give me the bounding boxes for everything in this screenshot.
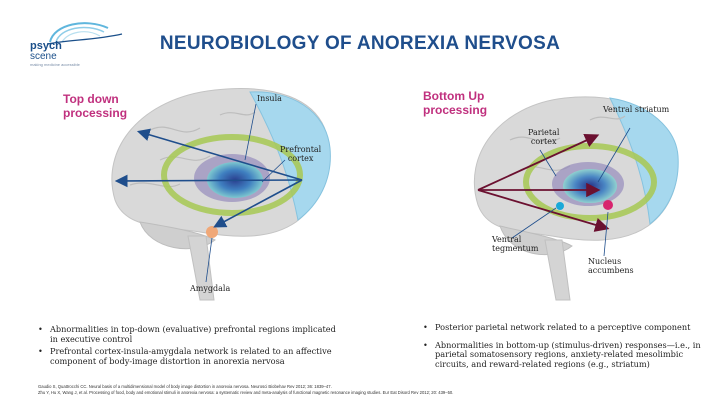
left-heading-line1: Top down (63, 92, 119, 106)
left-bullet-2: Prefrontal cortex-insula-amygdala networ… (38, 346, 338, 366)
psychscene-logo: psych scene making medicine accessible (28, 18, 148, 68)
left-bullet-list: Abnormalities in top-down (evaluative) p… (38, 324, 338, 369)
right-bullet-1: Posterior parietal network related to a … (423, 322, 703, 333)
right-heading-line1: Bottom Up (423, 89, 485, 103)
page-title: NEUROBIOLOGY OF ANOREXIA NERVOSA (159, 33, 561, 54)
right-arrow-lower (477, 189, 610, 232)
left-limbic-ring (161, 134, 303, 216)
insula-label: Insula (257, 94, 282, 103)
right-brain (473, 96, 679, 301)
prefrontal-label-line2: cortex (287, 154, 314, 163)
parietal-cortex-label: Parietal cortex (528, 128, 559, 146)
left-heading: Top down processing (63, 92, 127, 120)
ventral-tegmentum-label: Ventral tegmentum (492, 235, 539, 253)
ventral-tegmentum-label-line1: Ventral (492, 235, 522, 244)
reference-2: Zhu Y, Hu X, Wang J, et al. Processing o… (38, 390, 454, 395)
left-arrow-upper (136, 128, 303, 181)
prefrontal-leader (261, 159, 286, 183)
prefrontal-label-line1: Prefrontal (280, 145, 322, 154)
left-brain (111, 88, 331, 301)
brain-swirl-logo-icon (47, 22, 123, 45)
logo-psych-text: psych (30, 40, 62, 52)
parietal-label-line2: cortex (530, 137, 557, 146)
logo-scene-text: scene (30, 51, 57, 62)
left-heading-line2: processing (63, 106, 128, 120)
ventral-tegmentum-leader (511, 207, 557, 239)
right-core-region (563, 169, 617, 203)
ventral-striatum-label: Ventral striatum (603, 105, 670, 114)
logo-tagline: making medicine accessible (30, 62, 80, 67)
right-arrow-upper (477, 133, 600, 191)
nucleus-accumbens-label: Nucleus accumbens (588, 257, 634, 275)
amygdala-leader (205, 237, 213, 283)
right-heading-line2: processing (423, 103, 488, 117)
left-brain-gyri (129, 111, 256, 188)
nucleus-label-line1: Nucleus (588, 257, 622, 266)
insula-leader (244, 103, 257, 161)
right-brain-stem (544, 239, 571, 301)
left-brain-stem (187, 235, 215, 301)
references: Gaudio S, Quattrocchi CC. Neural basis o… (38, 384, 698, 396)
left-arrow-middle (114, 174, 303, 188)
amygdala-label: Amygdala (190, 284, 231, 293)
nucleus-label-line2: accumbens (588, 266, 634, 275)
left-bullet-1: Abnormalities in top-down (evaluative) p… (38, 324, 338, 344)
parietal-leader (539, 149, 557, 177)
right-heading: Bottom Up processing (423, 89, 487, 117)
reference-1: Gaudio S, Quattrocchi CC. Neural basis o… (38, 384, 332, 389)
ventral-striatum-leader (597, 127, 631, 183)
right-bullet-list: Posterior parietal network related to a … (423, 322, 703, 372)
parietal-label-line1: Parietal (528, 128, 560, 137)
ventral-tegmentum-label-line2: tegmentum (492, 244, 539, 253)
right-bullet-2: Abnormalities in bottom-up (stimulus-dri… (423, 340, 703, 370)
right-nucleus-accumbens (603, 200, 613, 210)
prefrontal-cortex-label: Prefrontal cortex (280, 145, 321, 163)
nucleus-accumbens-leader (603, 211, 609, 257)
right-ventral-tegmentum (556, 202, 564, 210)
left-amygdala (206, 226, 218, 238)
left-arrow-lower (213, 179, 303, 228)
